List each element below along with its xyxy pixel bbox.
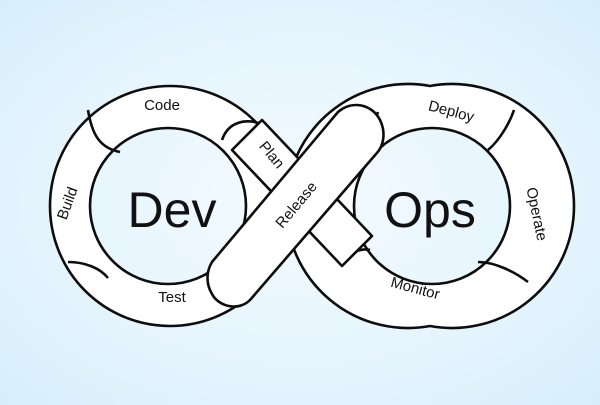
stage-code-label: Code <box>144 97 180 114</box>
operate-segment-divider-bottom <box>477 260 529 284</box>
ops-label: Ops <box>384 182 476 238</box>
dev-label: Dev <box>128 182 217 238</box>
stage-test-label: Test <box>158 289 186 306</box>
operate-segment-divider-top <box>487 109 516 151</box>
build-segment-divider-bottom <box>67 260 110 279</box>
release-band <box>206 103 385 308</box>
build-segment-divider-top <box>86 109 121 154</box>
